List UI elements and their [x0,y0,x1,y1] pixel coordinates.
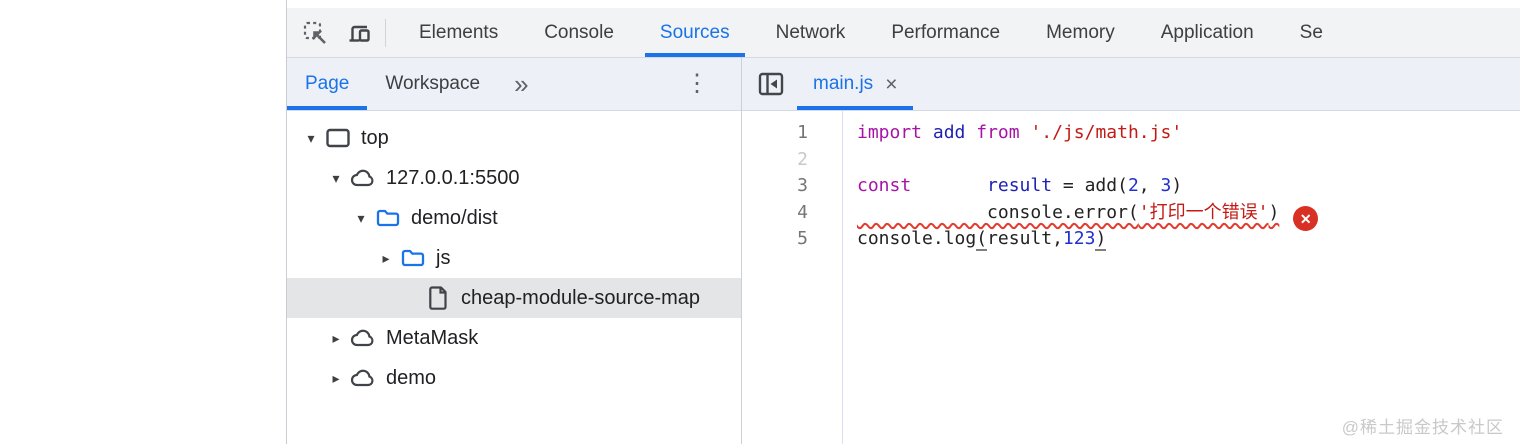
token-b: ) [1095,228,1107,251]
tree-item-127-0-0-1-5500[interactable]: ▾ 127.0.0.1:5500 [287,158,741,198]
top-strip [287,0,1520,8]
token-plain [1020,122,1031,143]
token-plain: = add( [1052,175,1128,196]
expander-open-icon[interactable]: ▾ [307,129,315,146]
watermark: @稀土掘金技术社区 [1341,418,1504,437]
devtools-panel: Elements Console Sources Network Performance… [286,0,1520,444]
token-plain: , [1138,175,1161,196]
token-plain: result, [987,228,1063,249]
hide-navigator-icon[interactable] [755,68,787,100]
error-icon[interactable]: ✕ [1293,206,1319,232]
token-plain: ) [1268,201,1280,223]
tree-item-top[interactable]: ▾ top [287,118,741,158]
navigator-tabbar: Page Workspace » ⋮ [287,58,741,111]
token-s: '打印一个错误' [1138,201,1269,223]
close-tab-icon[interactable]: × [885,72,898,96]
tree-item-label: cheap-module-source-map [461,286,701,309]
file-icon [423,284,453,312]
token-b: ( [976,228,988,251]
navigator-tab-workspace[interactable]: Workspace [385,73,481,94]
cloud-icon [348,164,378,192]
tree-item-label: demo [386,366,437,389]
code-area[interactable]: import add from './js/math.js' const resu… [843,111,1520,444]
device-toolbar-icon[interactable] [345,19,373,47]
tab-memory[interactable]: Memory [1046,21,1115,43]
expander-closed-icon[interactable]: ▸ [332,369,340,386]
sources-body: Page Workspace » ⋮ ▾ top ▾ 127.0.0.1:5500 ▾ de… [287,58,1520,444]
code-line-1: import add from './js/math.js' [857,120,1520,147]
token-k: const [857,175,912,196]
toolbar-separator [385,18,386,47]
tree-item-demo-dist[interactable]: ▾ demo/dist [287,198,741,238]
token-n: 3 [1160,175,1172,196]
expander-open-icon[interactable]: ▾ [357,209,365,226]
file-tab-label: main.js [813,73,874,94]
line-number-4[interactable]: 4 [797,201,808,223]
error-underlined-text: console.error('打印一个错误') [857,202,1279,223]
main-toolbar: Elements Console Sources Network Performance… [287,8,1520,58]
token-plain [922,122,933,143]
file-tree: ▾ top ▾ 127.0.0.1:5500 ▾ demo/dist ▸ js cheap-mo… [287,111,741,444]
expander-open-icon[interactable]: ▾ [332,169,340,186]
token-d: result [987,175,1053,196]
token-plain: ) [1171,175,1183,196]
token-d: add [932,122,966,143]
expander-closed-icon[interactable]: ▸ [332,329,340,346]
code-line-4: console.error('打印一个错误') ✕ [857,200,1520,232]
tree-item-label: top [361,126,389,149]
tab-security[interactable]: Se [1299,21,1323,43]
tab-application[interactable]: Application [1160,21,1254,43]
folder-icon [373,204,403,232]
code-line-3: const result = add(2, 3) [857,173,1520,200]
navigator-tabs: Page Workspace [287,58,498,110]
toolbar-icons [287,8,385,57]
code-line-5: console.log(result,123) [857,226,1520,253]
more-tabs-icon[interactable]: » [514,69,529,99]
token-plain [911,175,987,196]
tree-item-label: 127.0.0.1:5500 [386,166,520,189]
token-k: from [976,122,1020,143]
kebab-menu-icon[interactable]: ⋮ [685,70,709,97]
cloud-icon [348,324,378,352]
tree-item-label: js [436,246,451,269]
token-plain: console.log [857,228,977,249]
navigator-tab-page[interactable]: Page [287,58,368,110]
tab-elements[interactable]: Elements [419,21,499,43]
file-tab-mainjs[interactable]: main.js × [797,58,914,110]
tab-console[interactable]: Console [544,21,614,43]
cloud-icon [348,364,378,392]
token-plain: console.error( [857,201,1139,223]
tab-performance[interactable]: Performance [891,21,1001,43]
line-number-5[interactable]: 5 [797,228,808,249]
token-n: 2 [1127,175,1139,196]
tree-item-label: demo/dist [411,206,498,229]
token-n: 123 [1062,228,1096,249]
line-number-3[interactable]: 3 [797,175,808,196]
line-number-2[interactable]: 2 [797,148,808,170]
tree-item-demo[interactable]: ▸ demo [287,358,741,398]
editor-tabbar: main.js × [742,58,1520,111]
tree-item-js[interactable]: ▸ js [287,238,741,278]
token-s: './js/math.js' [1030,122,1183,143]
line-number-1[interactable]: 1 [797,122,808,143]
folder-icon [398,244,428,272]
tree-item-metamask[interactable]: ▸ MetaMask [287,318,741,358]
inspect-element-icon[interactable] [301,19,329,47]
code-line-2 [857,147,1520,174]
expander-closed-icon[interactable]: ▸ [382,249,390,266]
navigator-pane: Page Workspace » ⋮ ▾ top ▾ 127.0.0.1:5500 ▾ de… [287,58,742,444]
tab-sources[interactable]: Sources [637,8,753,57]
tab-network[interactable]: Network [775,21,846,43]
tree-item-label: MetaMask [386,326,479,349]
token-plain [965,122,976,143]
token-k: import [857,122,923,143]
frame-icon [323,124,353,152]
main-tabs: Elements Console Sources Network Performance… [396,8,1346,57]
line-number-gutter: 1 2 3 4 5 [742,111,843,444]
tree-item-cheap-module-source-map[interactable]: cheap-module-source-map [287,278,741,318]
